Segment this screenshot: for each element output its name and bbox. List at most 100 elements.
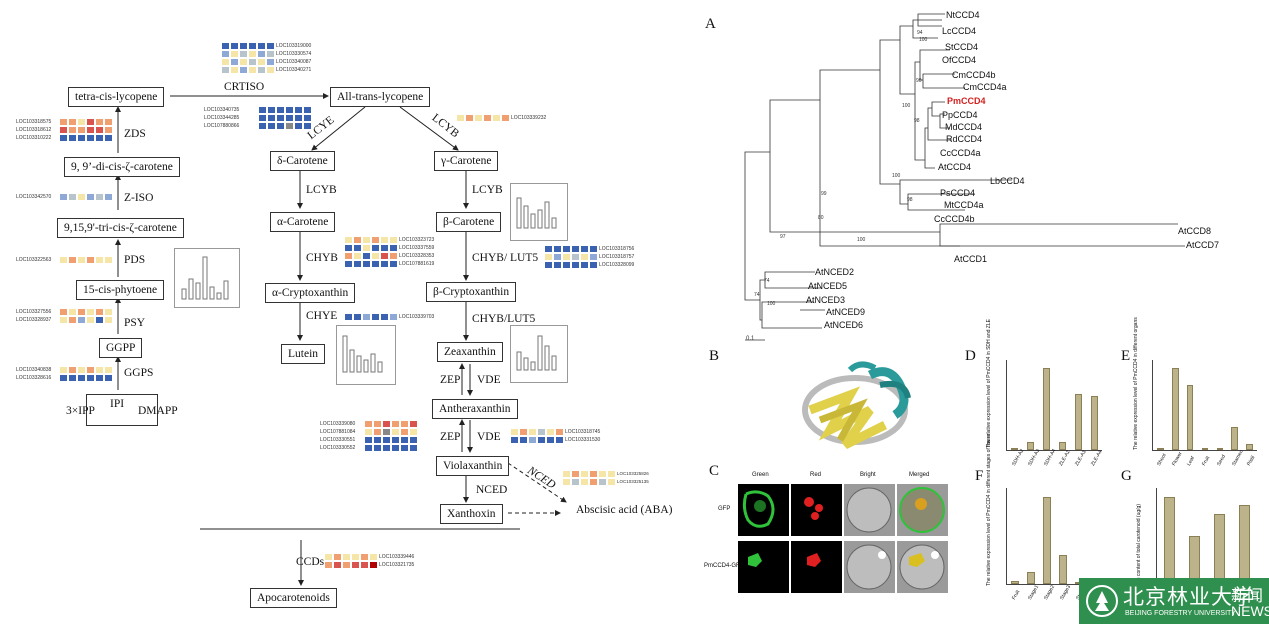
bootstrap-value: 99 xyxy=(821,191,827,197)
bfu-news-logo: 北京林业大学 BEIJING FORESTRY UNIVERSITY 新闻 NE… xyxy=(1079,578,1269,624)
x-tick-label: Leaf xyxy=(1186,455,1197,467)
bar xyxy=(1074,394,1082,450)
enzyme-vde-1: VDE xyxy=(477,374,501,386)
heatmap-ggps xyxy=(59,366,113,382)
logo-chinese-name: 北京林业大学 xyxy=(1123,585,1255,609)
heatmap-zds xyxy=(59,118,113,142)
bar xyxy=(1011,448,1019,450)
node-apocarotenoids: Apocarotenoids xyxy=(250,588,337,608)
bar xyxy=(1231,427,1239,450)
x-tick-label: ZLE-A2 xyxy=(1058,449,1073,467)
node-xanthoxin: Xanthoxin xyxy=(440,504,503,524)
x-tick-label: Fruit xyxy=(1201,455,1212,467)
x-tick-label: Stage2 xyxy=(1043,584,1057,601)
heatmap-vde xyxy=(510,428,564,444)
taxon-label: AtNCED5 xyxy=(808,281,848,291)
taxon-label: AtCCD7 xyxy=(1186,240,1220,250)
bootstrap-value: 100 xyxy=(892,173,901,179)
bar xyxy=(1059,554,1067,584)
taxon-label: AtNCED2 xyxy=(815,267,855,277)
x-tick-label: Stage3 xyxy=(1059,584,1073,601)
enzyme-lcyb-alpha: LCYB xyxy=(306,184,337,196)
bootstrap-value: 100 xyxy=(767,301,776,307)
node-tetra-cis-lycopene: tetra-cis-lycopene xyxy=(68,87,165,107)
bootstrap-value: 97 xyxy=(780,234,786,240)
ylabel-f: The relative expression level of PmCCD4 … xyxy=(986,433,992,586)
phylogenetic-tree xyxy=(744,13,1185,341)
bootstrap-value: 80 xyxy=(818,215,824,221)
enzyme-chye: CHYE xyxy=(306,310,338,322)
node-di-cis-carotene: 9, 9’-di-cis-ζ-carotene xyxy=(64,157,180,177)
row-label-pmccd4-gfp: PmCCD4-GFP xyxy=(704,563,744,569)
enzyme-zep-2: ZEP xyxy=(440,431,461,443)
taxon-label: LbCCD4 xyxy=(990,176,1025,186)
taxon-label: PmCCD4 xyxy=(947,96,986,106)
taxon-label: PsCCD4 xyxy=(940,188,976,198)
taxon-label: CcCCD4b xyxy=(934,214,975,224)
x-tick-label: Fruit xyxy=(1011,589,1022,601)
enzyme-chyb: CHYB xyxy=(306,252,338,264)
bar xyxy=(1171,368,1179,450)
col-label-green: Green xyxy=(752,472,769,478)
label-ipp: 3×IPP xyxy=(66,405,95,417)
node-ipi-box xyxy=(86,394,158,426)
taxon-label: AtCCD8 xyxy=(1178,226,1212,236)
taxon-label: NtCCD4 xyxy=(946,10,980,20)
micrograph-pmccd4-red xyxy=(791,541,842,593)
taxon-label: MtCCD4a xyxy=(944,200,984,210)
taxon-label: StCCD4 xyxy=(945,42,979,52)
taxon-label: AtCCD1 xyxy=(954,254,988,264)
mini-chart-lcyb xyxy=(510,183,568,241)
bar xyxy=(1043,496,1051,584)
bar xyxy=(1213,513,1226,584)
row-label-gfp: GFP xyxy=(718,506,731,512)
bootstrap-value: 98 xyxy=(914,118,920,124)
micrograph-gfp-green xyxy=(738,484,789,536)
bootstrap-value: 100 xyxy=(919,37,928,43)
x-tick-label: SDH-A4 xyxy=(1042,448,1057,467)
bar xyxy=(1201,448,1209,450)
node-antheraxanthin: Antheraxanthin xyxy=(432,399,518,419)
enzyme-chyb-lut5-2: CHYB/LUT5 xyxy=(472,313,536,325)
x-tick-label: Shoot xyxy=(1156,452,1169,467)
taxon-label: MdCCD4 xyxy=(945,122,983,132)
x-tick-label: SDH-A3 xyxy=(1026,448,1042,467)
bar xyxy=(1246,444,1253,450)
x-tick-label: SDH-A2 xyxy=(1010,448,1026,467)
taxon-label: OfCCD4 xyxy=(942,55,977,65)
x-tick-label: Flower xyxy=(1171,450,1184,467)
heatmap-ziso xyxy=(59,193,113,201)
node-delta-carotene: δ-Carotene xyxy=(270,151,335,171)
bar xyxy=(1238,505,1251,584)
x-tick-label: Seed xyxy=(1215,453,1227,467)
node-beta-carotene: β-Carotene xyxy=(436,212,502,232)
node-tri-cis-carotene: 9,15,9'-tri-cis-ζ-carotene xyxy=(57,218,184,238)
bootstrap-value: 74 xyxy=(764,278,770,284)
ylabel-e: The relative expression level of PmCCD4 … xyxy=(1133,317,1139,450)
node-lutein: Lutein xyxy=(281,344,326,364)
micrograph-gfp-red xyxy=(791,484,842,536)
bar xyxy=(1058,442,1066,450)
heatmap-lcyb xyxy=(456,114,510,122)
x-tick-label: Stamen xyxy=(1230,449,1245,467)
col-label-bright: Bright xyxy=(860,472,876,478)
enzyme-zep-1: ZEP xyxy=(440,374,461,386)
taxon-label: CcCCD4a xyxy=(940,148,981,158)
heatmap-lcye xyxy=(258,106,312,130)
heatmap-crtiso xyxy=(221,42,275,74)
panel-g-letter: G xyxy=(1121,468,1132,484)
bar xyxy=(1163,496,1176,584)
enzyme-zds: ZDS xyxy=(124,128,146,140)
node-ggpp: GGPP xyxy=(99,338,143,358)
bar xyxy=(1157,448,1164,450)
